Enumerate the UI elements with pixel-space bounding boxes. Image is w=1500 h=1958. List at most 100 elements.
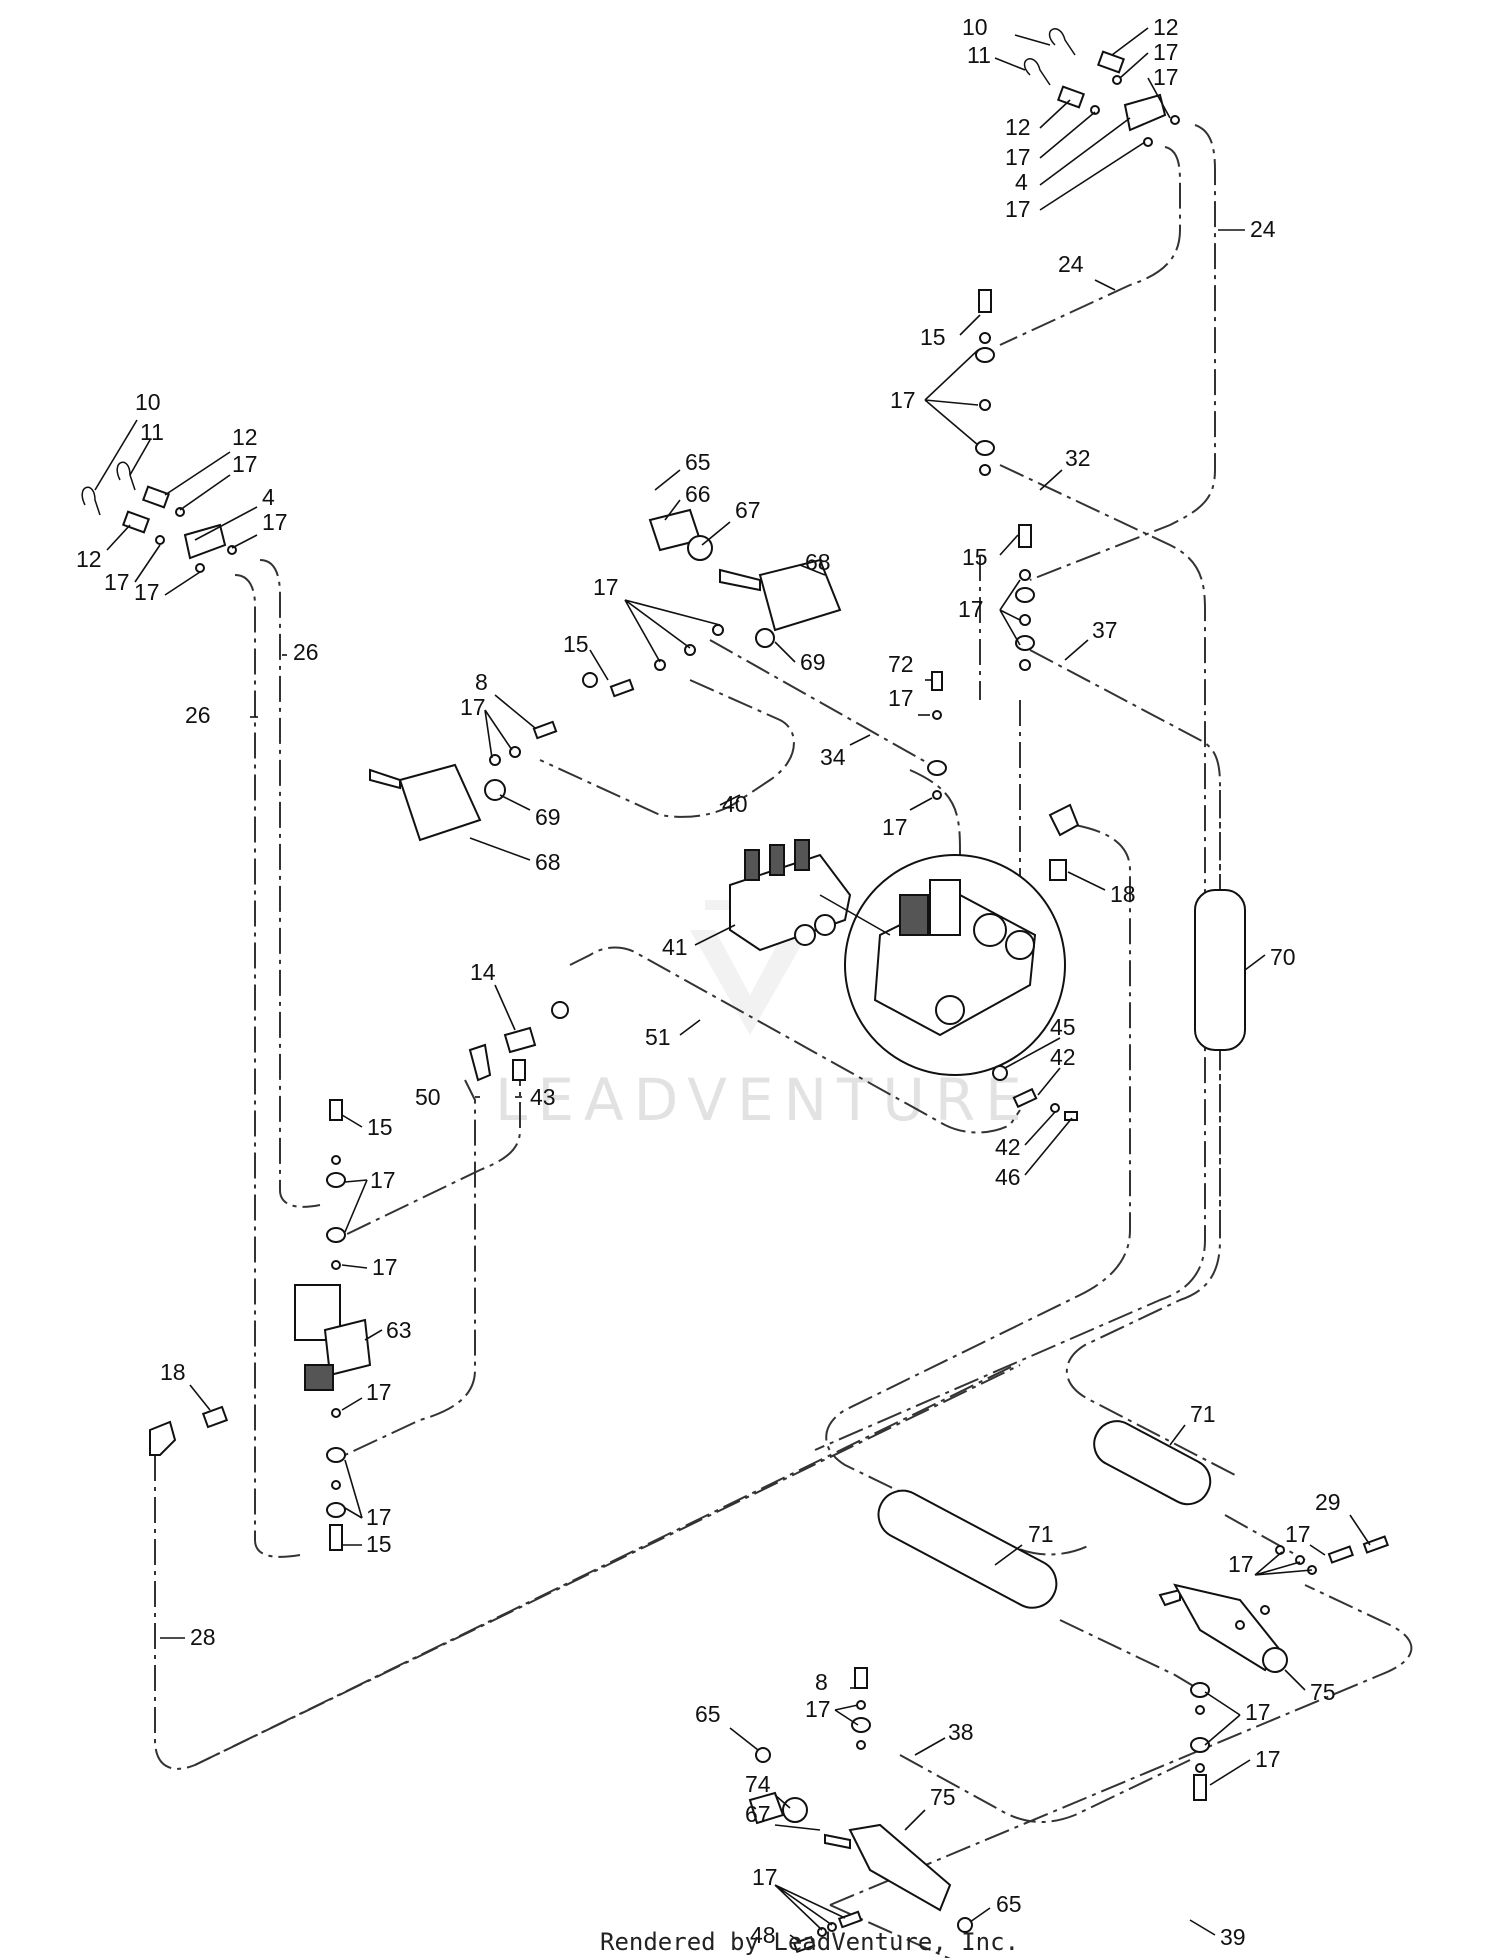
callout-label: 17: [366, 1379, 392, 1405]
callout-label: 69: [800, 649, 826, 675]
callout-label: 15: [920, 324, 946, 350]
banjo-fitting-icon: [927, 760, 947, 776]
elbow-fitting-icon: [149, 1420, 177, 1456]
callout-label: 17: [1153, 64, 1179, 90]
washer-icon: [1019, 614, 1031, 626]
hose-39: [829, 1584, 1413, 1958]
callout-label: 42: [995, 1134, 1021, 1160]
callout-label: 46: [995, 1164, 1021, 1190]
relief-cartridge-icon: [992, 1065, 1008, 1081]
washer-icon: [1019, 659, 1031, 671]
hose-18: [825, 824, 1131, 1556]
hose-guard-icon: [877, 1489, 1058, 1609]
hose-71-lower: [1059, 1619, 1201, 1691]
bolt-icon: [532, 720, 558, 740]
banjo-bolt-icon: [609, 678, 635, 698]
callout-label: 50: [415, 1084, 441, 1110]
cylinder-body-icon: [398, 763, 482, 842]
banjo-fitting-icon: [851, 1717, 871, 1733]
callout-label: 10: [962, 14, 988, 40]
adapter-icon: [201, 1405, 229, 1429]
plug-icon: [1262, 1647, 1288, 1673]
callout-label: 42: [1050, 1044, 1076, 1070]
hose-26b: [259, 559, 321, 1208]
callout-label: 69: [535, 804, 561, 830]
callout-label: 75: [1310, 1679, 1336, 1705]
callout-label: 17: [1245, 1699, 1271, 1725]
callout-label: 37: [1092, 617, 1118, 643]
callout-label: 65: [996, 1891, 1022, 1917]
callout-label: 17: [104, 569, 130, 595]
callout-label: 71: [1028, 1521, 1054, 1547]
oring-icon: [1050, 1103, 1060, 1113]
bolt-icon: [1327, 1545, 1354, 1564]
callout-label: 39: [1220, 1924, 1246, 1950]
banjo-fitting-icon: [326, 1447, 346, 1463]
plug-icon: [484, 779, 506, 801]
callout-label: 17: [1005, 144, 1031, 170]
cylinder-rod-icon: [369, 768, 401, 790]
watermark-text: LEADVENTURE: [495, 1066, 1032, 1134]
washer-icon: [175, 507, 185, 517]
washer-icon: [932, 790, 942, 800]
callout-label: 11: [967, 42, 991, 68]
solenoid-valve-icon: [294, 1284, 372, 1391]
banjo-fitting-icon: [1015, 587, 1035, 603]
banjo-fitting-icon: [1190, 1737, 1210, 1753]
hose-24b: [1029, 124, 1216, 581]
washer-icon: [331, 1480, 341, 1490]
callout-label: 65: [685, 449, 711, 475]
callout-label: 18: [1110, 881, 1136, 907]
callout-label: 26: [185, 702, 211, 728]
callout-label: 17: [372, 1254, 398, 1280]
washer-icon: [1195, 1705, 1205, 1715]
callout-label: 12: [1153, 14, 1179, 40]
washer-icon: [979, 399, 991, 411]
callout-label: 8: [475, 669, 488, 695]
callout-label: 10: [135, 389, 161, 415]
callout-label: 17: [370, 1167, 396, 1193]
hose-28: [154, 1364, 1021, 1770]
washer-icon: [227, 545, 237, 555]
callout-label: 17: [262, 509, 288, 535]
callout-label: 15: [367, 1114, 393, 1140]
callout-label: 15: [962, 544, 988, 570]
hose-24a: [999, 146, 1181, 346]
callout-label: 51: [645, 1024, 671, 1050]
callout-label: 15: [366, 1531, 392, 1557]
washer-icon: [331, 1155, 341, 1165]
callout-label: 17: [366, 1504, 392, 1530]
callout-label: 17: [958, 596, 984, 622]
callout-label: 12: [76, 546, 102, 572]
leader-lines: [94, 27, 1371, 1943]
washer-icon: [817, 1927, 827, 1937]
banjo-fitting-icon: [326, 1227, 346, 1243]
callout-label: 43: [530, 1084, 556, 1110]
cylinder-rod-icon: [824, 1833, 851, 1850]
elbow-fitting-icon: [468, 1043, 492, 1082]
callout-label: 28: [190, 1624, 216, 1650]
banjo-bolt-icon: [931, 671, 943, 691]
callout-label: 68: [805, 549, 831, 575]
callout-label: 67: [735, 497, 761, 523]
washer-icon: [1143, 137, 1153, 147]
banjo-bolt-icon: [978, 289, 992, 313]
banjo-bolt-icon: [1018, 524, 1032, 548]
banjo-fitting-icon: [975, 347, 995, 363]
plug-icon: [755, 628, 775, 648]
callout-label: 48: [750, 1922, 776, 1948]
callout-label: 40: [722, 791, 748, 817]
callout-label: 68: [535, 849, 561, 875]
callout-label: 17: [1005, 196, 1031, 222]
banjo-bolt-icon: [329, 1099, 343, 1121]
washer-icon: [1170, 115, 1180, 125]
hose-71-upper: [1224, 1514, 1306, 1561]
callout-label: 41: [662, 934, 688, 960]
cylinder-rod-icon: [719, 568, 761, 592]
callout-labels: 10 11 12 17 17 12 17 4 17 24 24 15 17 32…: [76, 14, 1341, 1950]
callout-label: 17: [890, 387, 916, 413]
callout-label: 17: [1285, 1521, 1311, 1547]
leader-line: [819, 894, 891, 936]
callout-label: 45: [1050, 1014, 1076, 1040]
